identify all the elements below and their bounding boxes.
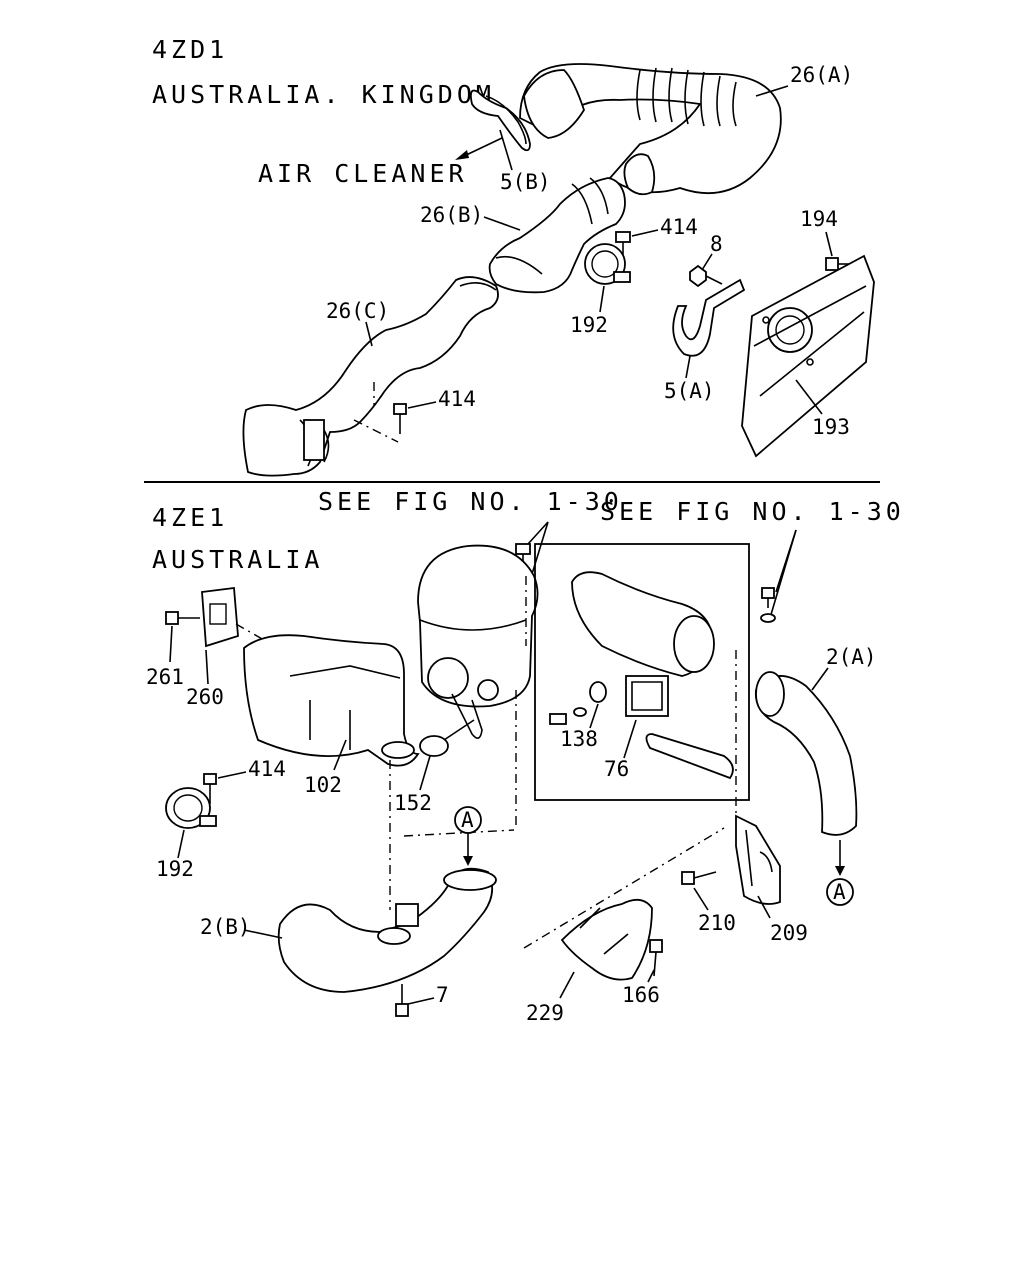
arrow-head xyxy=(455,150,469,160)
label-229: 229 xyxy=(526,1001,564,1025)
label-26a: 26(A) xyxy=(790,63,853,87)
market-4zd1: AUSTRALIA. KINGDOM xyxy=(152,80,495,109)
engine-code-4ze1: 4ZE1 xyxy=(152,503,228,532)
duct-2b-part xyxy=(277,867,497,993)
label-76: 76 xyxy=(604,757,629,781)
label-5a: 5(A) xyxy=(664,379,715,403)
label-192-top: 192 xyxy=(570,313,608,337)
label-102: 102 xyxy=(304,773,342,797)
connection-marker-a-right: A xyxy=(826,840,854,906)
connection-marker-a-left: A xyxy=(454,806,482,866)
label-210: 210 xyxy=(698,911,736,935)
air-cleaner-note: AIR CLEANER xyxy=(258,159,468,188)
label-194: 194 xyxy=(800,207,838,231)
label-138: 138 xyxy=(560,727,598,751)
bolt-washer-right xyxy=(760,587,776,623)
bolt-7 xyxy=(395,984,409,1017)
clamp-192-lower xyxy=(165,787,217,829)
air-cleaner-arrow xyxy=(461,137,503,158)
section-4zd1: 4ZD1 AUSTRALIA. KINGDOM AIR CLEANER 26(A… xyxy=(152,35,875,477)
gasket-260 xyxy=(201,586,239,648)
see-fig-right: SEE FIG NO. 1-30 xyxy=(600,497,905,526)
strap-5a-part xyxy=(672,278,746,357)
label-2a: 2(A) xyxy=(826,645,877,669)
bolt-210 xyxy=(681,871,717,885)
bolt-261 xyxy=(165,611,200,625)
label-8: 8 xyxy=(710,232,723,256)
duct-2a-part xyxy=(754,671,858,836)
bolt-194 xyxy=(825,257,852,271)
label-152: 152 xyxy=(394,791,432,815)
bracket-229 xyxy=(560,898,653,981)
label-414-top: 414 xyxy=(660,215,698,239)
svg-text:A: A xyxy=(461,808,474,832)
airflow-sensor-box xyxy=(534,543,750,801)
engine-code-4zd1: 4ZD1 xyxy=(152,35,228,64)
market-4ze1: AUSTRALIA xyxy=(152,545,323,574)
clip-152 xyxy=(419,719,475,757)
duct-26b-part xyxy=(488,177,626,294)
air-cleaner-housing xyxy=(417,544,539,739)
label-166: 166 xyxy=(622,983,660,1007)
resonator-102 xyxy=(243,634,420,767)
label-414-lower: 414 xyxy=(248,757,286,781)
section-4ze1: 4ZE1 AUSTRALIA SEE FIG NO. 1-30 SEE FIG … xyxy=(146,487,905,1025)
duct-26a-part xyxy=(519,63,782,196)
label-260: 260 xyxy=(186,685,224,709)
duct-26c-part xyxy=(242,276,499,477)
label-209: 209 xyxy=(770,921,808,945)
bolt-414-mid xyxy=(393,403,407,434)
nut-8 xyxy=(689,264,723,288)
label-192-lower: 192 xyxy=(156,857,194,881)
bolt-414-lower xyxy=(203,773,217,804)
label-5b: 5(B) xyxy=(500,170,551,194)
label-414-mid: 414 xyxy=(438,387,476,411)
label-261: 261 xyxy=(146,665,184,689)
label-193: 193 xyxy=(812,415,850,439)
clamp-192-top xyxy=(584,243,631,285)
label-26b: 26(B) xyxy=(420,203,483,227)
svg-text:A: A xyxy=(833,880,846,904)
bracket-209 xyxy=(735,814,781,905)
seal-5b-part xyxy=(469,89,531,152)
see-fig-left: SEE FIG NO. 1-30 xyxy=(318,487,623,516)
bracket-193-part xyxy=(741,254,875,458)
bolt-166 xyxy=(649,939,663,977)
label-7: 7 xyxy=(436,983,449,1007)
label-2b: 2(B) xyxy=(200,915,251,939)
label-26c: 26(C) xyxy=(326,299,389,323)
